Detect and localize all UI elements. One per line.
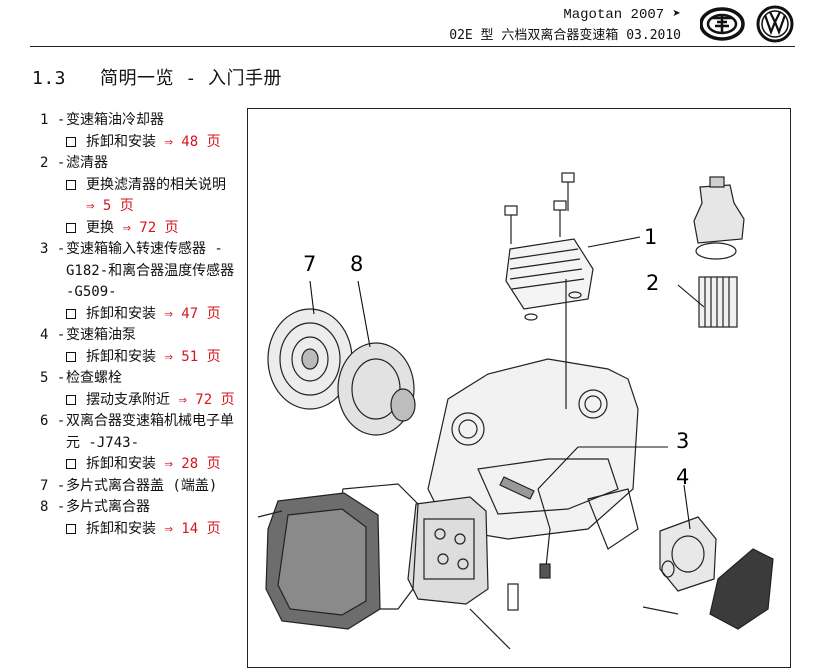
sub-item-label: 拆卸和安装 [86,456,156,472]
sub-item: 拆卸和安装 ⇒ 14 页 [66,519,240,541]
sub-item: 更换 ⇒ 72 页 [66,218,240,240]
list-item: 3 -变速箱输入转速传感器 -G182-和离合器温度传感器 -G509- [40,239,240,304]
item-number: 2 - [40,155,66,171]
item-title: 变速箱输入转速传感器 -G182-和离合器温度传感器 -G509- [66,241,235,300]
sub-item: 拆卸和安装 ⇒ 47 页 [66,304,240,326]
checkbox-icon [66,351,76,362]
callout-8: 8 [350,252,364,276]
multi-plate-clutch-drawing [337,342,416,436]
callout-7: 7 [303,252,317,276]
pump-cover-drawing [642,548,774,630]
item-title: 多片式离合器盖 (端盖) [66,477,218,494]
list-item: 7 -多片式离合器盖 (端盖) [40,476,240,498]
sub-item-text: 拆卸和安装 ⇒ 48 页 [86,132,240,154]
sub-item-text: 摆动支承附近 ⇒ 72 页 [86,390,240,412]
callout-3: 3 [676,429,690,453]
oil-cooler-drawing [505,238,594,321]
list-item: 8 -多片式离合器 [40,497,240,519]
exploded-view-drawing [257,172,774,650]
item-number: 1 - [40,112,66,128]
sub-item-text: 拆卸和安装 ⇒ 28 页 [86,454,240,476]
page-reference-link[interactable]: ⇒ 5 页 [86,198,134,214]
item-title: 多片式离合器 [66,499,150,515]
item-title: 滤清器 [66,155,108,171]
callout-2: 2 [646,271,660,295]
sub-item-text: 拆卸和安装 ⇒ 47 页 [86,304,240,326]
bolt-drawing [504,172,575,244]
header-divider [30,46,795,47]
sub-item-text: 更换滤清器的相关说明 ⇒ 5 页 [86,175,240,218]
sub-item-label: 更换滤清器的相关说明 [86,176,226,193]
section-heading: 简明一览 - 入门手册 [100,68,283,89]
item-title: 变速箱油泵 [66,327,136,343]
item-number: 5 - [40,370,66,386]
transmission-housing-drawing [427,279,639,550]
sub-item: 拆卸和安装 ⇒ 48 页 [66,132,240,154]
sub-item: 拆卸和安装 ⇒ 28 页 [66,454,240,476]
checkbox-icon [66,459,76,469]
item-title: 检查螺栓 [66,370,122,386]
header-model: Magotan 2007 ➤ [563,7,681,23]
page-reference-link[interactable]: ⇒ 72 页 [178,391,235,408]
list-item: 6 -双离合器变速箱机械电子单元 -J743- [40,411,240,454]
checkbox-icon [66,136,76,147]
item-number: 6 - [40,413,66,429]
list-item: 5 -检查螺栓 [40,368,240,390]
mechatronic-unit-drawing [407,496,519,650]
sub-item: 拆卸和安装 ⇒ 51 页 [66,347,240,369]
item-number: 3 - [40,241,66,257]
sub-item: 更换滤清器的相关说明 ⇒ 5 页 [66,175,240,218]
sub-item-label: 拆卸和安装 [86,133,156,150]
sub-item: 摆动支承附近 ⇒ 72 页 [66,390,240,412]
list-item: 1 -变速箱油冷却器 [40,110,240,132]
sub-item-text: 拆卸和安装 ⇒ 51 页 [86,347,240,369]
sub-item-text: 更换 ⇒ 72 页 [86,218,240,240]
page-reference-link[interactable]: ⇒ 48 页 [164,133,221,150]
sub-item-label: 拆卸和安装 [86,520,156,537]
list-item: 2 -滤清器 [40,153,240,175]
page-reference-link[interactable]: ⇒ 51 页 [164,348,221,365]
section-number: 1.3 [32,68,67,89]
checkbox-icon [66,523,76,534]
sub-item-label: 拆卸和安装 [86,348,156,365]
header-subtitle: 02E 型 六档双离合器变速箱 03.2010 [449,28,681,43]
checkbox-icon [66,222,76,233]
checkbox-icon [66,179,76,190]
item-title: 双离合器变速箱机械电子单元 -J743- [66,413,234,451]
sub-item-text: 拆卸和安装 ⇒ 14 页 [86,519,240,541]
sub-item-label: 拆卸和安装 [86,305,156,322]
item-number: 7 - [40,477,66,494]
page-reference-link[interactable]: ⇒ 14 页 [164,520,221,537]
oil-pump-drawing [659,516,717,592]
item-title: 变速箱油冷却器 [66,112,164,128]
sub-item-label: 更换 [86,219,114,236]
callout-4: 4 [676,465,690,489]
sub-item-label: 摆动支承附近 [86,391,170,408]
vw-logo-icon [756,5,794,43]
item-number: 8 - [40,499,66,515]
checkbox-icon [66,308,76,319]
item-number: 4 - [40,327,66,343]
speed-sensor-drawing [499,476,551,579]
faw-logo-icon [700,7,745,41]
callout-1: 1 [644,225,658,249]
filter-drawing [693,176,745,328]
page-reference-link[interactable]: ⇒ 47 页 [164,305,221,322]
page-reference-link[interactable]: ⇒ 72 页 [122,219,179,236]
page-reference-link[interactable]: ⇒ 28 页 [164,456,221,472]
exploded-view-figure: 1 2 3 4 7 8 [247,108,791,668]
checkbox-icon [66,394,76,405]
mechatronic-cover-drawing [257,492,381,630]
brand-logos [700,5,794,43]
section-title: 1.3 简明一览 - 入门手册 [32,64,282,90]
list-item: 4 -变速箱油泵 [40,325,240,347]
